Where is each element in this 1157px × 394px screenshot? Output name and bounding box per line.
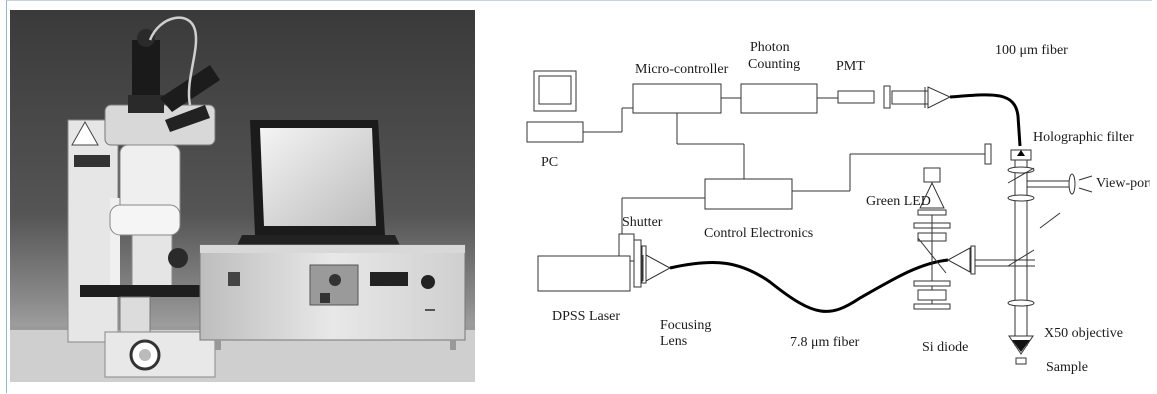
fiber-7-8um [669,258,949,313]
figure-frame [6,0,1152,393]
pmt-box [837,90,875,104]
input-lens [946,247,971,273]
label-sample: Sample [1046,360,1088,375]
pmt-tube [891,90,929,105]
label-focusing-lens-1: Focusing [660,318,711,333]
label-photon-counting-2: Counting [748,57,800,72]
label-pmt: PMT [836,59,865,74]
micro-controller-box [632,83,722,114]
label-objective: X50 objective [1044,326,1123,341]
detector-window [984,143,992,165]
view-port-lens [1068,173,1076,195]
label-pc: PC [541,155,558,170]
label-fiber-7-8: 7.8 μm fiber [790,335,860,350]
si-diode [917,289,947,301]
label-fiber-100: 100 μm fiber [995,43,1068,58]
pmt-filter [883,85,891,109]
dpss-laser-box [537,255,631,292]
label-micro-controller: Micro-controller [635,62,729,77]
label-control-electronics: Control Electronics [704,226,813,241]
instrument-photo-drawing [10,10,475,382]
setup-schematic: PC Micro-controller Photon Counting PMT … [500,28,1153,388]
pc-monitor-icon [526,70,584,143]
label-green-led: Green LED [866,194,931,209]
label-shutter: Shutter [622,215,663,230]
fiber-100um [949,93,1022,147]
label-si-diode: Si diode [922,340,968,355]
label-view-port: View-port [1096,176,1150,191]
label-dpss-laser: DPSS Laser [552,309,620,324]
label-photon-counting-1: Photon [750,40,790,55]
setup-schematic-svg: PC Micro-controller Photon Counting PMT … [526,40,1153,375]
label-focusing-lens-2: Lens [660,334,687,349]
photon-counting-box [740,83,818,114]
instrument-photo [10,10,475,382]
control-electronics-box [704,178,793,210]
label-holographic-filter: Holographic filter [1033,130,1134,145]
pmt-coupling-lens [927,86,952,109]
sample [1015,357,1027,365]
focusing-lens-icon [645,254,672,282]
green-led [923,167,941,183]
